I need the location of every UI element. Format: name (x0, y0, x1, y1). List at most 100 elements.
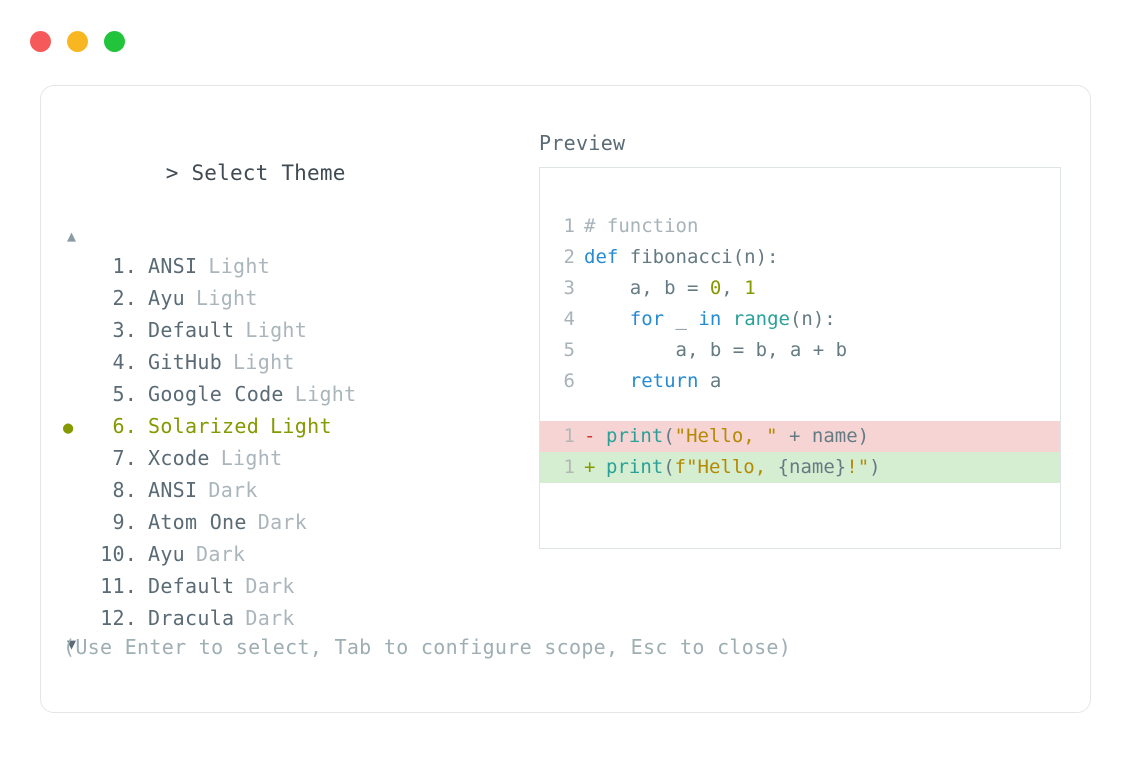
line-number: 1 (563, 215, 575, 237)
code-token-plain: ( (663, 425, 675, 447)
diff-line-removed: 1-print("Hello, " + name) (540, 421, 1060, 452)
theme-variant: Light (294, 382, 357, 406)
theme-name: Default (148, 318, 235, 342)
code-token-str: !" (846, 456, 870, 478)
code-line: 4 for _ in range(n): (540, 304, 1060, 335)
code-token-fn: print (606, 425, 664, 447)
code-token-plain: a, b = b, a + b (584, 339, 848, 361)
code-token-plain (584, 366, 630, 397)
theme-variant: Dark (196, 542, 246, 566)
theme-index: 6. (112, 414, 137, 438)
preview-box: 1 # function 2 def fibonacci(n): 3 a, b = 0,… (539, 167, 1061, 549)
theme-index: 4. (112, 350, 137, 374)
preview-label: Preview (539, 131, 626, 155)
line-number: 1 (563, 456, 575, 478)
minimize-icon[interactable] (67, 30, 88, 52)
code-token-plain: (n): (789, 308, 836, 330)
code-token-str: f"Hello, (674, 456, 778, 478)
diff-marker-added: + (584, 456, 596, 478)
scroll-down-icon[interactable]: ▼ (67, 635, 77, 653)
code-token-plain: fibonacci(n): (629, 246, 779, 268)
line-number: 3 (563, 277, 575, 299)
traffic-light-group (30, 30, 125, 52)
prompt-header: > Select Theme (63, 128, 533, 218)
theme-name: Ayu (148, 542, 186, 566)
selected-bullet-icon: ● (63, 418, 74, 438)
close-icon[interactable] (30, 30, 51, 52)
diff-sample: 1-print("Hello, " + name)1+print(f"Hello… (540, 421, 1060, 483)
maximize-icon[interactable] (104, 30, 125, 52)
code-line: 5 a, b = b, a + b (540, 335, 1060, 366)
diff-marker-removed: - (584, 425, 596, 447)
code-token-plain: a, b = (584, 277, 710, 299)
code-token-plain: , (721, 277, 745, 299)
theme-name: Xcode (148, 446, 210, 470)
code-token-kw: for (629, 308, 665, 330)
theme-variant: Light (233, 350, 295, 374)
theme-list-item[interactable]: 1. ANSI Light (63, 250, 533, 282)
theme-list-item[interactable]: 4. GitHub Light (63, 346, 533, 378)
code-token-plain (721, 304, 732, 335)
line-number: 5 (563, 339, 575, 361)
theme-index: 2. (112, 286, 137, 310)
theme-index: 5. (112, 382, 137, 406)
preview-column: Preview 1 # function 2 def fibonacci(n): 3 a… (539, 128, 1069, 549)
theme-list-item[interactable]: 5. Google Code Light (63, 378, 533, 410)
code-token-num: 0 (709, 277, 722, 299)
code-token-kw: in (698, 308, 722, 330)
theme-name: ANSI (148, 478, 198, 502)
code-line: 1 # function (540, 211, 1060, 242)
theme-index: 8. (112, 478, 137, 502)
theme-name: ANSI (148, 254, 198, 278)
theme-name: GitHub (148, 350, 223, 374)
scroll-up-icon[interactable]: ▲ (67, 227, 77, 245)
theme-index: 1. (112, 254, 137, 278)
code-token-num: 1 (744, 277, 756, 299)
theme-index: 11. (100, 574, 137, 598)
prompt-caret-icon: > (165, 161, 179, 185)
line-number: 4 (563, 308, 575, 330)
window-titlebar (0, 0, 1129, 82)
code-token-fn: print (606, 456, 664, 478)
theme-variant: Dark (257, 510, 308, 534)
theme-variant: Dark (245, 574, 295, 598)
code-token-plain: ( (663, 456, 675, 478)
theme-list-item[interactable]: 9. Atom One Dark (63, 506, 533, 538)
code-token-plain (584, 304, 630, 335)
theme-index: 12. (100, 606, 137, 630)
code-token-fn: range (732, 308, 790, 330)
theme-list-item[interactable]: 2. Ayu Light (63, 282, 533, 314)
line-number: 6 (563, 370, 575, 392)
code-token-plain: {name} (777, 456, 847, 478)
code-token-str: "Hello, " (674, 425, 778, 447)
theme-name: Ayu (148, 286, 186, 310)
line-number: 1 (563, 425, 575, 447)
theme-index: 7. (112, 446, 137, 470)
theme-variant: Light (208, 254, 271, 278)
line-number: 2 (563, 246, 575, 268)
theme-name: Solarized (148, 414, 260, 438)
diff-line-added: 1 + print(f"Hello, {name}!") (540, 452, 1060, 483)
theme-variant: Light (245, 318, 308, 342)
theme-name: Atom One (148, 510, 247, 534)
code-token-kw: def (584, 246, 630, 268)
code-line: 2 def fibonacci(n): (540, 242, 1060, 273)
theme-variant: Light (196, 286, 258, 310)
theme-index: 9. (112, 510, 137, 534)
keyboard-hint: (Use Enter to select, Tab to configure s… (63, 635, 792, 659)
code-token-plain: ) (869, 456, 881, 478)
code-token-comment: # function (584, 215, 699, 237)
theme-name: Google Code (148, 382, 284, 406)
theme-name: Dracula (148, 606, 235, 630)
code-sample: 1 # function 2 def fibonacci(n): 3 a, b = 0,… (540, 211, 1060, 397)
code-token-plain: + name) (777, 425, 870, 447)
